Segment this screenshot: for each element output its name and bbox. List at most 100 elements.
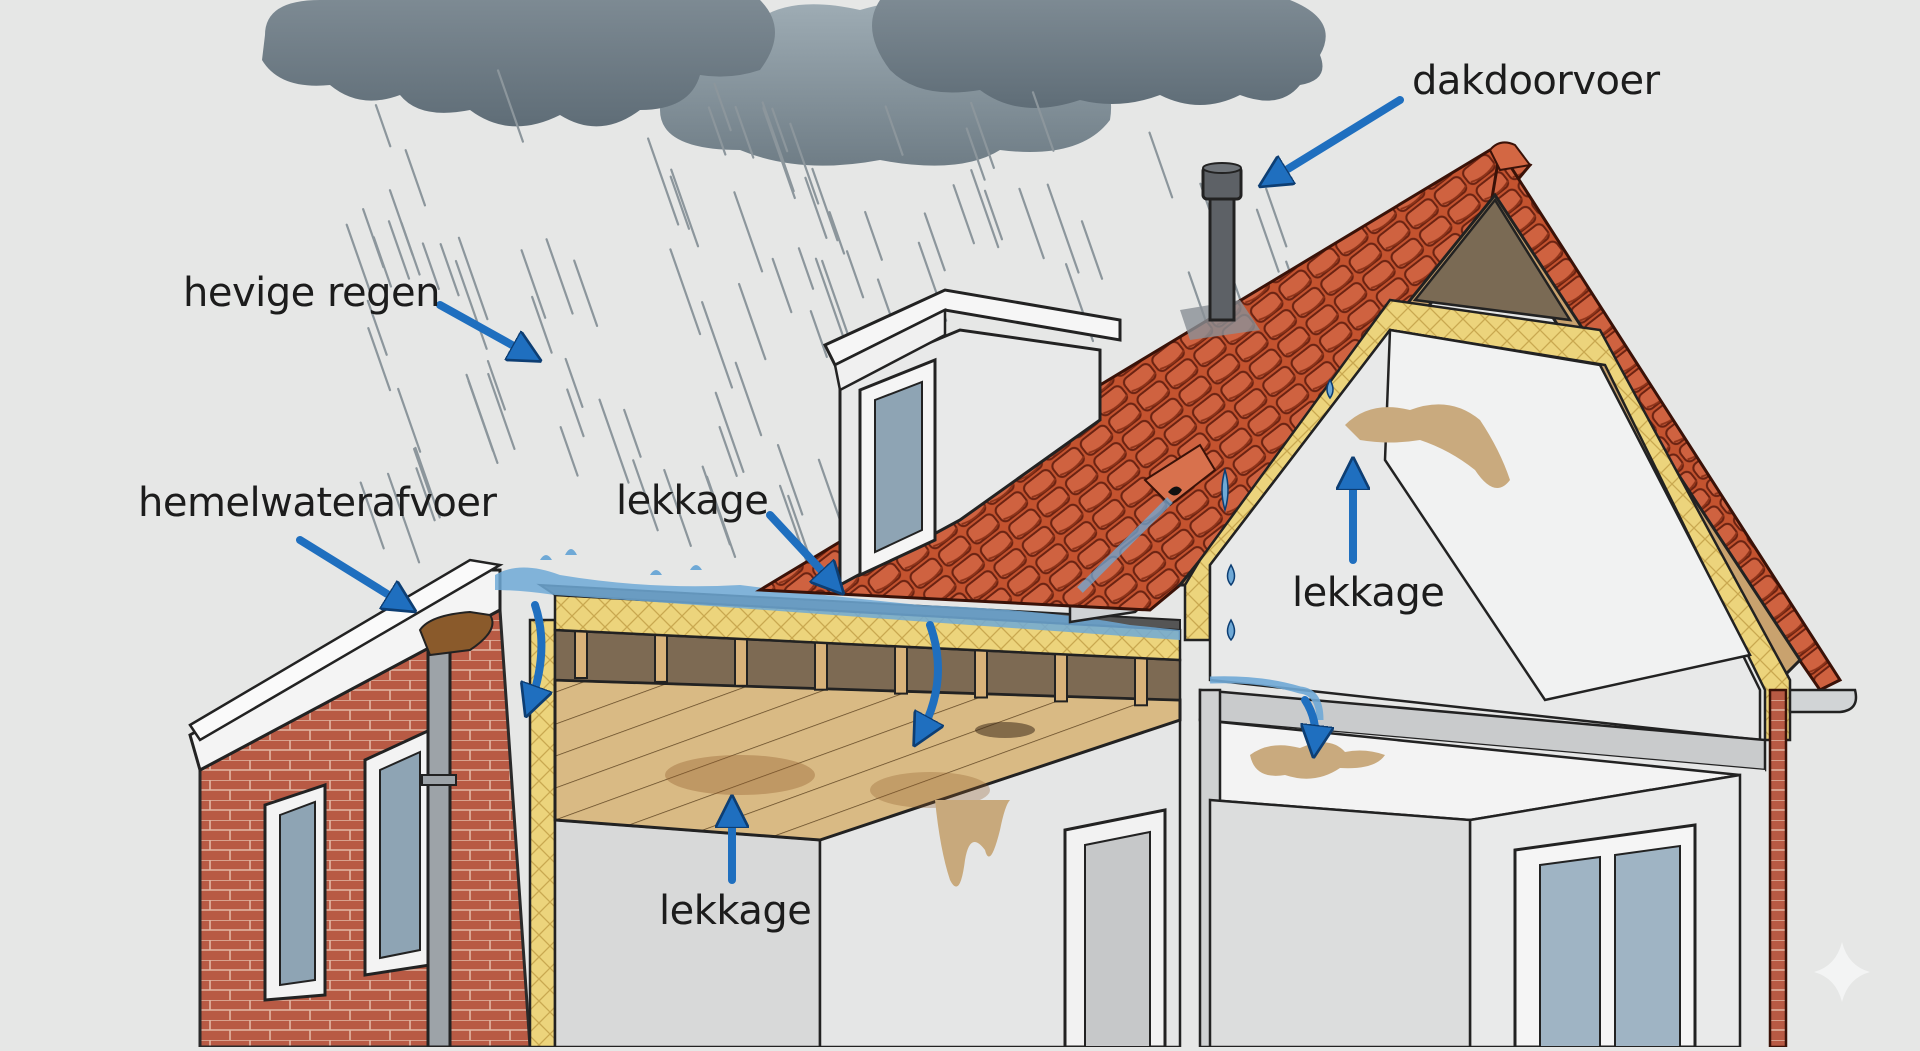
- raindrop-streak: [983, 189, 1004, 241]
- raindrop-streak: [970, 169, 1000, 249]
- raindrop-streak: [789, 122, 820, 205]
- raindrop-streak: [707, 106, 727, 156]
- raindrop-streak: [359, 481, 385, 550]
- raindrop-streak: [669, 175, 691, 230]
- broken-tile: [1143, 443, 1217, 507]
- raindrop-streak: [520, 249, 547, 319]
- raindrop-streak: [864, 210, 883, 261]
- raindrop-streak: [531, 295, 553, 354]
- raindrop-streak: [412, 447, 431, 495]
- raindrop-streak: [663, 468, 692, 547]
- attic-stain: [1345, 404, 1510, 488]
- raindrop-streak: [559, 426, 579, 477]
- raindrop-streak: [404, 149, 427, 207]
- floor-stain: [1250, 742, 1385, 779]
- attic-gable: [1176, 192, 1802, 742]
- raindrop-streak: [400, 221, 421, 276]
- joist: [974, 648, 988, 699]
- raindrop-streak: [1265, 187, 1288, 248]
- annotation-arrows: [296, 96, 1404, 884]
- interior-doorway: [1063, 808, 1167, 1049]
- window-left: [263, 782, 327, 1002]
- raindrop-streak: [374, 104, 392, 148]
- raindrop-streak: [496, 69, 525, 143]
- label-roof-penetration: dakdoorvoer: [1412, 58, 1660, 104]
- joist: [574, 629, 588, 679]
- dormer: [822, 288, 1122, 588]
- arrow-heavy-rain: [436, 301, 530, 355]
- raindrop-streak: [776, 443, 804, 516]
- raindrop-streak: [387, 220, 411, 280]
- raindrop-streak: [366, 299, 388, 356]
- ceiling-stain: [665, 755, 815, 795]
- raindrop-streak: [811, 167, 839, 242]
- raindrop-streak: [414, 446, 441, 519]
- water-drips: [1221, 378, 1334, 642]
- arrow-leak-roof: [766, 511, 835, 585]
- window-middle: [363, 727, 432, 977]
- raindrop-streak: [1255, 208, 1280, 273]
- joist: [654, 632, 668, 683]
- raindrop-streak: [965, 127, 986, 181]
- raindrop-streak: [646, 137, 680, 226]
- arrow-roof-penetration: [1270, 96, 1404, 180]
- raindrop-streak: [771, 107, 789, 153]
- raindrop-streak: [845, 250, 865, 299]
- label-leak-roof: lekkage: [616, 478, 769, 524]
- raindrop-streak: [701, 301, 734, 389]
- raindrop-streak: [487, 372, 516, 451]
- joist: [1134, 656, 1148, 707]
- ponding-water: [495, 567, 1180, 640]
- raindrop-streak: [670, 168, 700, 248]
- raindrop-streak: [1080, 220, 1104, 280]
- raindrop-streak: [1018, 187, 1045, 260]
- joist: [894, 644, 908, 695]
- water-splashes: [540, 549, 702, 575]
- french-door: [1513, 823, 1697, 1049]
- raindrop-streak: [421, 242, 440, 291]
- raindrop-streak: [884, 105, 904, 156]
- raindrop-streak: [457, 236, 489, 321]
- label-heavy-rain: hevige regen: [183, 270, 441, 316]
- raindrop-streak: [734, 105, 755, 159]
- storm-cloud: [262, 0, 1326, 166]
- wall-water-stain: [935, 800, 1010, 887]
- raindrop-streak: [545, 238, 574, 315]
- raindrop-streak: [718, 425, 738, 478]
- arrow-water-flow-middle: [920, 621, 938, 735]
- raindrop-streak: [669, 248, 702, 336]
- raindrop-streak: [828, 211, 846, 255]
- raindrop-streak: [821, 259, 853, 347]
- raindrop-streak: [762, 105, 795, 193]
- label-leak-ceiling: lekkage: [659, 888, 812, 934]
- raindrop-streak: [367, 327, 392, 392]
- label-leak-attic: lekkage: [1292, 570, 1445, 616]
- raindrop-streak: [439, 243, 460, 297]
- raindrop-streak: [486, 359, 507, 411]
- raindrop-streak: [1031, 91, 1055, 152]
- joist: [1054, 652, 1068, 703]
- raindrop-streak: [737, 282, 767, 361]
- raindrop-streak: [465, 373, 499, 465]
- raindrop-streak: [415, 467, 436, 522]
- raindrop-streak: [345, 223, 373, 296]
- arrow-water-flow-right: [1305, 696, 1316, 745]
- raindrop-streak: [923, 212, 946, 272]
- raindrop-streak: [623, 408, 642, 458]
- raindrop-streak: [573, 259, 599, 327]
- label-rainwater-drain: hemelwaterafvoer: [138, 480, 497, 526]
- raindrop-streak: [701, 465, 731, 546]
- raindrop-streak: [598, 398, 630, 484]
- raindrop-streak: [797, 247, 815, 290]
- raindrop-streak: [372, 236, 393, 288]
- joist: [734, 636, 748, 687]
- raindrop-streak: [809, 310, 828, 359]
- raindrop-streak: [970, 101, 995, 169]
- raindrop-streak: [397, 387, 422, 453]
- raindrop-streak: [713, 82, 732, 132]
- raindrop-streak: [564, 357, 584, 408]
- raindrop-streak: [566, 388, 585, 438]
- raindrop-streak: [1046, 183, 1080, 274]
- raindrop-streak: [952, 184, 976, 245]
